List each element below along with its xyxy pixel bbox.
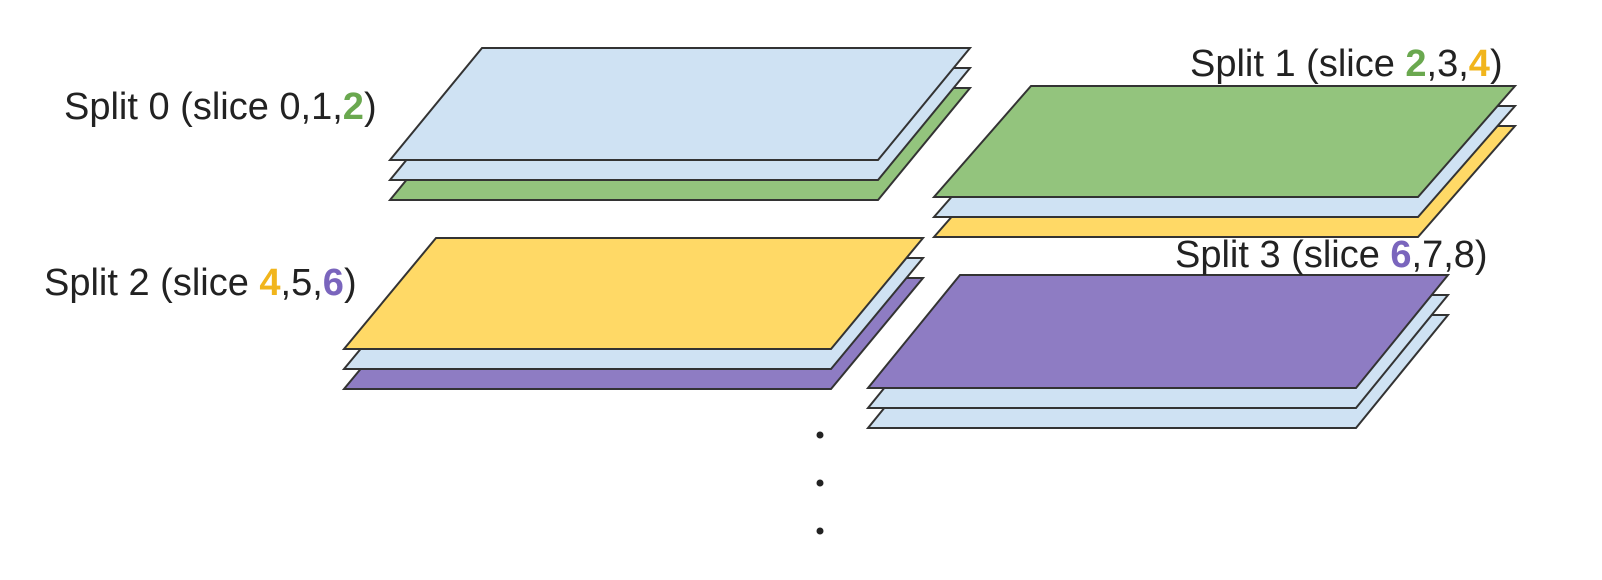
split-2-label-part-3: ) [343, 262, 357, 304]
split-1-label-part-1: ,3, [1426, 43, 1469, 85]
split-1-label: Split 1 (slice 2,3,4) [1190, 45, 1503, 83]
split-1-label-part-2: 4 [1468, 43, 1490, 85]
slice-stacks [341, 47, 1518, 429]
split-3-label: Split 3 (slice 6,7,8) [1175, 236, 1488, 274]
continuation-dot-0 [816, 431, 824, 439]
split-0-label-part-1: 2 [342, 86, 364, 128]
continuation-dot-1 [816, 479, 824, 487]
continuation-dot-2 [816, 527, 824, 535]
split-2-label-part-2: 6 [322, 262, 344, 304]
split-0-stack [387, 47, 973, 201]
split-3-label-part-1: ,7,8) [1411, 234, 1488, 276]
split-2-label-part-1: ,5, [280, 262, 323, 304]
split-3-stack [865, 274, 1451, 429]
split-1-label-part-0: 2 [1405, 43, 1427, 85]
split-0-slice-layer-0 [387, 47, 973, 161]
split-1-label-part-3: ) [1489, 43, 1503, 85]
split-0-label-prefix: Split 0 (slice [64, 86, 280, 128]
split-2-label-part-0: 4 [259, 262, 281, 304]
split-1-stack [931, 85, 1518, 238]
split-2-slice-layer-0 [341, 237, 926, 350]
split-3-label-part-0: 6 [1390, 234, 1412, 276]
split-1-label-prefix: Split 1 (slice [1190, 43, 1406, 85]
split-3-label-prefix: Split 3 (slice [1175, 234, 1391, 276]
split-3-slice-layer-0 [865, 274, 1451, 389]
split-1-slice-layer-0 [931, 85, 1518, 198]
split-2-stack [341, 237, 926, 390]
split-2-label: Split 2 (slice 4,5,6) [44, 264, 357, 302]
split-2-label-prefix: Split 2 (slice [44, 262, 260, 304]
continuation-dots [816, 431, 824, 535]
split-0-label-part-2: ) [363, 86, 377, 128]
split-0-label-part-0: 0,1, [279, 86, 343, 128]
split-0-label: Split 0 (slice 0,1,2) [64, 88, 377, 126]
